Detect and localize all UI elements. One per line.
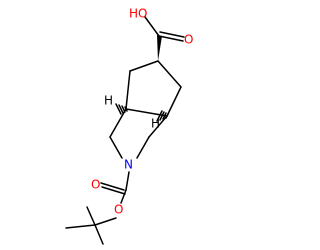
bond-cooh-o-a	[158, 35, 184, 42]
atom-label-carboxyl-oxygen: O	[184, 33, 193, 47]
atom-label-ring-nitrogen: N	[124, 158, 133, 172]
bond-c6a-c6	[125, 70, 131, 110]
bond-c1p-n	[109, 136, 123, 159]
bond-ester-o-tbu	[94, 217, 117, 226]
atom-label-hydrogen-left: H	[104, 94, 113, 108]
atom-label-carbamate-carbonyl-oxygen: O	[91, 178, 100, 192]
bond-n-c3p	[136, 136, 150, 159]
bond-c6-c1	[129, 60, 159, 72]
bond-c2-c3a	[166, 86, 182, 117]
atom-label-hydroxyl: HO	[129, 7, 147, 21]
bond-tbu-me1	[86, 206, 96, 226]
bond-c3p-c3a	[148, 115, 168, 138]
bond-carbonyl-ester-o	[120, 189, 127, 204]
wedge-bond-c1-cooh	[157, 35, 162, 61]
hash-bond-c6a-h	[115, 103, 128, 115]
bond-c1-c2	[157, 60, 182, 88]
bond-cooh-oh	[144, 16, 160, 37]
atom-label-carbamate-ester-oxygen: O	[114, 203, 123, 217]
molecule-structure: HO O N O O H H	[65, 7, 193, 245]
bond-n-carbonyl	[125, 171, 130, 191]
bond-carbonyl-o-a	[100, 182, 125, 191]
atom-label-hydrogen-right: H	[151, 117, 160, 131]
structure-canvas: HO O N O O H H	[65, 6, 194, 245]
hash-bond-c3a-h	[156, 110, 169, 122]
bond-tbu-me3	[94, 224, 104, 245]
bond-cooh-o-b	[159, 31, 185, 38]
bond-carbonyl-o-b	[101, 186, 126, 195]
bond-tbu-me2	[65, 224, 96, 229]
